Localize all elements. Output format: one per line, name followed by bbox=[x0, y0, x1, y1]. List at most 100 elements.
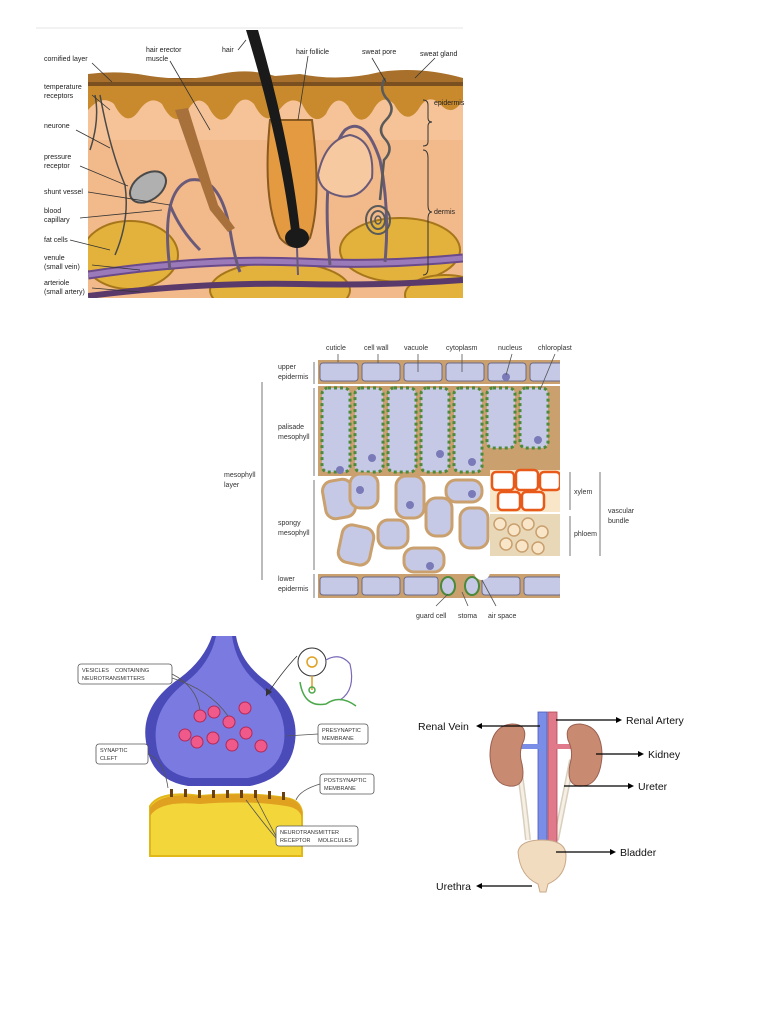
temperature-receptor bbox=[89, 94, 98, 151]
label-hair-erector: hair erector bbox=[146, 47, 182, 54]
aorta bbox=[547, 711, 558, 849]
label-renal-artery: Renal Artery bbox=[626, 715, 685, 727]
vena-cava bbox=[537, 711, 548, 849]
label-neurotransmitter: NEUROTRANSMITTER bbox=[280, 830, 339, 836]
fat-cells bbox=[88, 217, 463, 298]
label-venule: venule bbox=[44, 255, 65, 262]
dermal-papilla bbox=[316, 133, 374, 198]
label-cell-wall: cell wall bbox=[364, 345, 389, 352]
label-small-artery: (small artery) bbox=[44, 289, 85, 296]
label-sweat-pore: sweat pore bbox=[362, 49, 396, 56]
leaf-brackets bbox=[261, 362, 601, 598]
leaf-diagram: cuticle cell wall vacuole cytoplasm nucl… bbox=[224, 345, 635, 620]
venule-vessel-inner bbox=[88, 255, 463, 278]
label-bundle: bundle bbox=[608, 518, 629, 525]
label-upper-epidermis: epidermis bbox=[278, 374, 309, 381]
label-ureter: Ureter bbox=[638, 781, 668, 793]
label-palisade: palisade bbox=[278, 424, 304, 431]
label-vacuole: vacuole bbox=[404, 345, 428, 352]
vascular-bundle bbox=[490, 468, 560, 556]
label-arteriole: arteriole bbox=[44, 280, 69, 287]
hair-bulb bbox=[285, 228, 309, 248]
kidney-right bbox=[566, 723, 603, 787]
urinary-arrows bbox=[480, 719, 640, 887]
label-epidermis: epidermis bbox=[434, 100, 465, 107]
arteriole-vessel bbox=[88, 277, 463, 298]
label-mesophyll: mesophyll bbox=[224, 472, 256, 479]
kidney-left bbox=[489, 723, 526, 787]
label-hair: hair bbox=[222, 47, 234, 54]
label-capillary: capillary bbox=[44, 217, 70, 224]
urinary-arrowheads bbox=[476, 717, 644, 889]
label-lower: lower bbox=[278, 576, 295, 583]
leaf-leader-lines bbox=[337, 353, 556, 607]
label-pressure: pressure bbox=[44, 154, 71, 161]
epidermis-bracket bbox=[422, 99, 433, 147]
shunt-vessel bbox=[168, 204, 202, 252]
label-cornified-layer: cornified layer bbox=[44, 56, 88, 63]
label-layer: layer bbox=[224, 482, 240, 489]
label-cuticle: cuticle bbox=[326, 345, 346, 352]
synapse-leader-lines bbox=[147, 673, 321, 839]
label-sweat-gland: sweat gland bbox=[420, 51, 457, 58]
label-postsynaptic-membrane: MEMBRANE bbox=[324, 786, 356, 792]
label-cytoplasm: cytoplasm bbox=[446, 345, 478, 352]
skin-leader-lines bbox=[69, 39, 436, 293]
label-spongy: spongy bbox=[278, 520, 301, 527]
label-presynaptic-membrane: MEMBRANE bbox=[322, 736, 354, 742]
guard-cell-right bbox=[464, 576, 480, 596]
callout-boxes bbox=[77, 663, 375, 847]
urinary-diagram: Renal Vein Renal Artery Kidney Ureter Bl… bbox=[418, 711, 685, 893]
label-kidney: Kidney bbox=[648, 749, 681, 761]
skin-surface bbox=[88, 70, 463, 82]
label-nucleus: nucleus bbox=[498, 345, 523, 352]
synapse-diagram: VESICLES CONTAINING NEUROTRANSMITTERS SY… bbox=[77, 636, 375, 857]
sweat-gland bbox=[365, 205, 391, 235]
dermis-bracket bbox=[422, 149, 433, 276]
label-vesicles-containing: VESICLES CONTAINING bbox=[82, 668, 149, 674]
label-receptors: receptors bbox=[44, 93, 74, 100]
label-bladder: Bladder bbox=[620, 847, 657, 859]
pressure-receptor bbox=[128, 170, 168, 204]
label-postsynaptic: POSTSYNAPTIC bbox=[324, 778, 367, 784]
label-spongy-mesophyll: mesophyll bbox=[278, 530, 310, 537]
label-hair-follicle: hair follicle bbox=[296, 49, 329, 56]
label-synaptic: SYNAPTIC bbox=[100, 748, 128, 754]
renal-vein bbox=[510, 744, 540, 749]
label-air-space: air space bbox=[488, 613, 517, 620]
label-muscle: muscle bbox=[146, 56, 168, 63]
label-blood: blood bbox=[44, 208, 61, 215]
guard-cell-left bbox=[440, 576, 456, 596]
label-chloroplast: chloroplast bbox=[538, 345, 572, 352]
sweat-duct bbox=[378, 77, 393, 201]
label-neurotransmitters: NEUROTRANSMITTERS bbox=[82, 676, 145, 682]
hair-capillary bbox=[296, 247, 299, 276]
label-guard-cell: guard cell bbox=[416, 613, 447, 620]
receptor-molecules bbox=[170, 789, 285, 800]
label-receptor-molecules: RECEPTOR MOLECULES bbox=[280, 838, 352, 844]
label-shunt-vessel: shunt vessel bbox=[44, 189, 83, 196]
skin-diagram: cornified layer temperature receptors ne… bbox=[36, 27, 465, 298]
lower-epidermis-cells bbox=[318, 564, 560, 598]
postsynaptic-membrane bbox=[150, 794, 302, 818]
bladder bbox=[517, 839, 567, 893]
label-vascular: vascular bbox=[608, 508, 635, 515]
label-neurone: neurone bbox=[44, 123, 70, 130]
label-small-vein: (small vein) bbox=[44, 264, 80, 271]
label-fat-cells: fat cells bbox=[44, 237, 68, 244]
label-palisade-mesophyll: mesophyll bbox=[278, 434, 310, 441]
label-dermis: dermis bbox=[434, 209, 456, 216]
label-upper: upper bbox=[278, 364, 297, 371]
hair-erector-muscle bbox=[175, 108, 235, 232]
presynaptic-terminal bbox=[155, 636, 285, 778]
hair-shaft bbox=[246, 30, 300, 238]
label-stoma: stoma bbox=[458, 613, 477, 620]
palisade-cells bbox=[318, 386, 560, 476]
label-phloem: phloem bbox=[574, 531, 597, 538]
label-lower-epidermis: epidermis bbox=[278, 586, 309, 593]
air-space bbox=[474, 564, 490, 580]
label-cleft: CLEFT bbox=[100, 756, 118, 762]
spongy-cells bbox=[321, 472, 490, 574]
